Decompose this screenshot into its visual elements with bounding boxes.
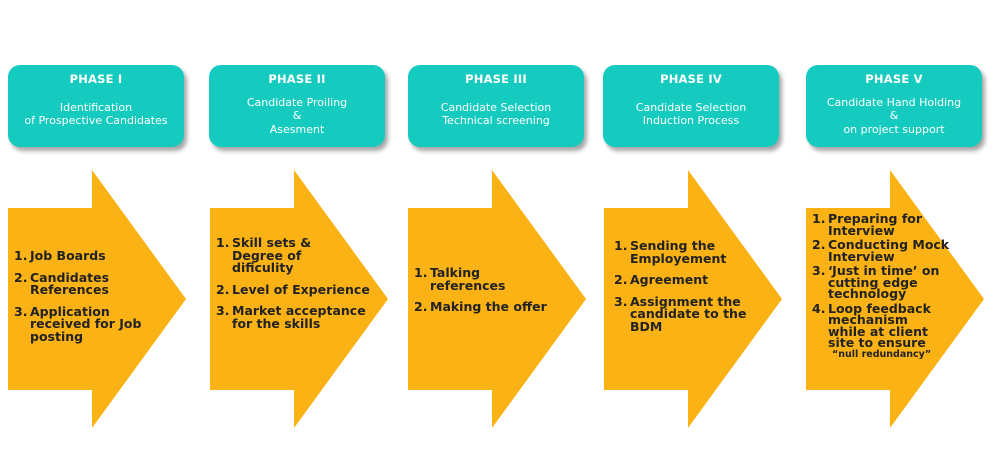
phase-3-subtitle: Candidate Selection Technical screening bbox=[440, 100, 552, 128]
phase-1-subtitle: Identification of Prospective Candidates bbox=[24, 100, 168, 128]
list-item: 2.Level of Experience bbox=[216, 281, 370, 297]
list-item: 1.Skill sets & Degree of dificulity bbox=[216, 235, 312, 275]
phase-2-subtitle: Candidate Proiling & Asesment bbox=[246, 95, 348, 136]
phase-1-header: PHASE I Identification of Prospective Ca… bbox=[8, 65, 184, 147]
list-item: 1.Talking references bbox=[414, 265, 506, 293]
phase-3-header: PHASE III Candidate Selection Technical … bbox=[408, 65, 584, 147]
list-item: 1.Sending the Employement bbox=[614, 238, 727, 266]
arrow-shape bbox=[210, 170, 388, 428]
phase-5-subtitle: Candidate Hand Holding & on project supp… bbox=[826, 95, 962, 136]
list-item: 1.Preparing for Interview bbox=[812, 211, 923, 238]
arrow-shape bbox=[408, 170, 586, 428]
arrow-shape bbox=[8, 170, 186, 428]
list-item: 2.Making the offer bbox=[414, 299, 547, 314]
null-redundancy-note: “null redundancy” bbox=[832, 348, 932, 360]
list-item: 2.Conducting Mock Interview bbox=[812, 237, 950, 264]
list-item: 3.Assignment the candidate to the BDM bbox=[614, 293, 747, 334]
arrow-shape bbox=[604, 170, 782, 428]
arrow-shape bbox=[806, 170, 984, 428]
phase-1-list: 1.Job Boards 2.Candidates References 3.A… bbox=[14, 248, 164, 352]
phase-5-list: 1.Preparing for Interview 2.Conducting M… bbox=[812, 211, 952, 360]
phase-5-header: PHASE V Candidate Hand Holding & on proj… bbox=[806, 65, 982, 147]
phase-1-arrow: 1.Job Boards 2.Candidates References 3.A… bbox=[8, 170, 188, 428]
phase-3-arrow: 1.Talking references 2.Making the offer bbox=[408, 170, 588, 428]
list-item: 1.Job Boards bbox=[14, 248, 106, 263]
phase-2-arrow: 1.Skill sets & Degree of dificulity 2.Le… bbox=[210, 170, 390, 428]
list-item: 3.Application received for Job posting bbox=[14, 303, 142, 344]
phase-4-title: PHASE IV bbox=[660, 72, 722, 86]
phase-4-header: PHASE IV Candidate Selection Induction P… bbox=[603, 65, 779, 147]
phase-3-title: PHASE III bbox=[465, 72, 527, 86]
list-item: 2.Agreement bbox=[614, 272, 709, 287]
phase-2-list: 1.Skill sets & Degree of dificulity 2.Le… bbox=[216, 235, 376, 339]
phase-4-arrow: 1.Sending the Employement 2.Agreement 3.… bbox=[604, 170, 784, 428]
phase-3-list: 1.Talking references 2.Making the offer bbox=[414, 265, 564, 323]
phase-1-title: PHASE I bbox=[69, 72, 123, 86]
list-item: 2.Candidates References bbox=[14, 269, 110, 297]
phase-4-subtitle: Candidate Selection Induction Process bbox=[635, 100, 747, 128]
phase-5-arrow: 1.Preparing for Interview 2.Conducting M… bbox=[806, 170, 986, 428]
phase-4-list: 1.Sending the Employement 2.Agreement 3.… bbox=[614, 238, 764, 342]
list-item: 3.Market acceptance for the skills bbox=[216, 303, 366, 331]
list-item: 4.Loop feedback mechanism while at clien… bbox=[812, 302, 952, 360]
phase-2-header: PHASE II Candidate Proiling & Asesment bbox=[209, 65, 385, 147]
list-item: 3.‘Just in time’ on cutting edge technol… bbox=[812, 263, 940, 301]
phase-2-title: PHASE II bbox=[268, 72, 326, 86]
phase-5-title: PHASE V bbox=[865, 72, 923, 86]
